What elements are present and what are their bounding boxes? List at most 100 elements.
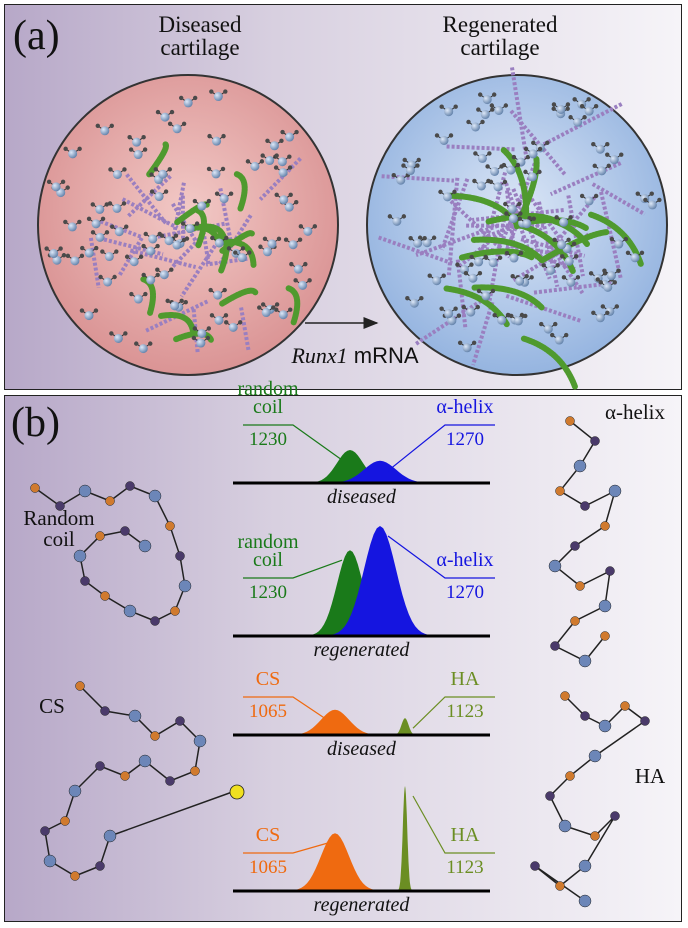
water-molecule (280, 129, 299, 142)
proteoglycan-chain (224, 238, 257, 268)
proteoglycan-chain (145, 141, 170, 179)
water-molecule (90, 230, 110, 242)
water-molecule (98, 274, 117, 287)
water-molecule (153, 167, 172, 179)
treatment-label: Runx1 mRNA (291, 343, 419, 368)
collagen-fiber (170, 237, 201, 270)
water-molecule (568, 115, 587, 127)
spectrum-peak (316, 526, 444, 636)
water-molecule (141, 272, 160, 285)
collagen-fiber (125, 173, 168, 225)
peak-name: α-helix (436, 396, 493, 418)
peak-name: HA (451, 668, 480, 690)
water-molecule (625, 250, 645, 263)
water-molecule (63, 146, 82, 159)
collagen-fiber (129, 248, 197, 270)
molecule-backbone (548, 416, 622, 668)
water-molecule (260, 153, 279, 166)
water-molecule (65, 253, 85, 266)
water-molecule (289, 261, 308, 274)
water-molecule (510, 274, 529, 286)
water-molecule (79, 308, 99, 321)
ha-structure-label: HA (634, 764, 666, 788)
water-molecule (178, 95, 198, 108)
spectrum-peak (316, 460, 444, 483)
water-molecule (108, 167, 127, 179)
collagen-fiber (549, 161, 622, 196)
water-molecule (439, 104, 458, 117)
spectrum-peak (298, 450, 402, 483)
water-molecule (600, 304, 620, 316)
peak-position: 1065 (249, 701, 287, 722)
water-molecule (191, 335, 211, 348)
collagen-fiber (179, 244, 217, 298)
water-molecule (210, 235, 229, 248)
molecule-backbone (40, 681, 240, 881)
proteoglycan-chain (140, 276, 156, 317)
panel-a-label: (a) (13, 13, 60, 59)
proteoglycan-chain (194, 207, 207, 249)
proteoglycan-chain (470, 236, 545, 263)
water-molecule (551, 102, 571, 114)
water-molecule (552, 237, 571, 250)
water-molecule (554, 215, 573, 227)
water-molecule (167, 121, 187, 134)
collagen-fiber (144, 299, 209, 333)
collagen-fiber (258, 157, 302, 201)
water-molecule (492, 313, 511, 325)
proteoglycan-chain (216, 232, 230, 274)
water-molecule (283, 237, 303, 250)
water-molecule (457, 340, 477, 353)
water-molecule (128, 147, 148, 160)
panel-b-label: (b) (11, 400, 60, 446)
water-molecule (476, 288, 496, 301)
cs-structure-label: CS (39, 694, 65, 718)
water-molecule (501, 162, 521, 175)
peak-position: 1230 (249, 582, 287, 603)
peak-name: coil (253, 549, 283, 571)
water-molecule (485, 164, 504, 176)
collagen-fiber (98, 236, 164, 257)
proteoglycan-chain (233, 171, 248, 213)
peak-name: α-helix (436, 549, 493, 571)
water-molecule (401, 163, 420, 176)
collagen-fiber (446, 144, 517, 152)
water-molecule (517, 216, 537, 229)
proteoglycan-chain (520, 335, 578, 390)
panel-a: (a) Diseased cartilage Regenerated carti… (4, 4, 682, 390)
water-molecule (165, 298, 184, 311)
water-molecule (274, 192, 293, 205)
water-molecule (206, 166, 226, 179)
proteoglycan-chain (158, 312, 196, 334)
water-molecule (86, 216, 106, 229)
peak-position: 1123 (446, 701, 483, 722)
water-molecule (387, 214, 407, 226)
spectrum-peak (298, 550, 402, 636)
water-molecule (63, 219, 82, 232)
water-molecule (274, 307, 293, 320)
water-molecule (591, 310, 610, 323)
water-molecule (541, 263, 560, 275)
water-molecule (560, 254, 579, 266)
diseased-cartilage-disc (37, 74, 339, 376)
diseased-cartilage-title: Diseased cartilage (158, 12, 242, 60)
water-molecule (591, 142, 610, 154)
water-molecule (476, 107, 495, 120)
water-molecule (405, 295, 424, 308)
water-molecule (473, 151, 492, 163)
collagen-fiber (510, 67, 529, 162)
water-molecule (107, 201, 127, 213)
peak-position: 1270 (446, 582, 484, 603)
water-molecule (463, 271, 483, 283)
water-molecule (273, 165, 293, 178)
peak-name: random (237, 531, 299, 553)
collagen-fiber (117, 236, 144, 278)
water-molecule (461, 304, 480, 317)
water-molecule (504, 250, 524, 263)
water-molecule (605, 152, 624, 165)
water-molecule (561, 275, 581, 287)
peak-position: 1065 (249, 857, 287, 878)
peak-name: coil (253, 396, 283, 418)
